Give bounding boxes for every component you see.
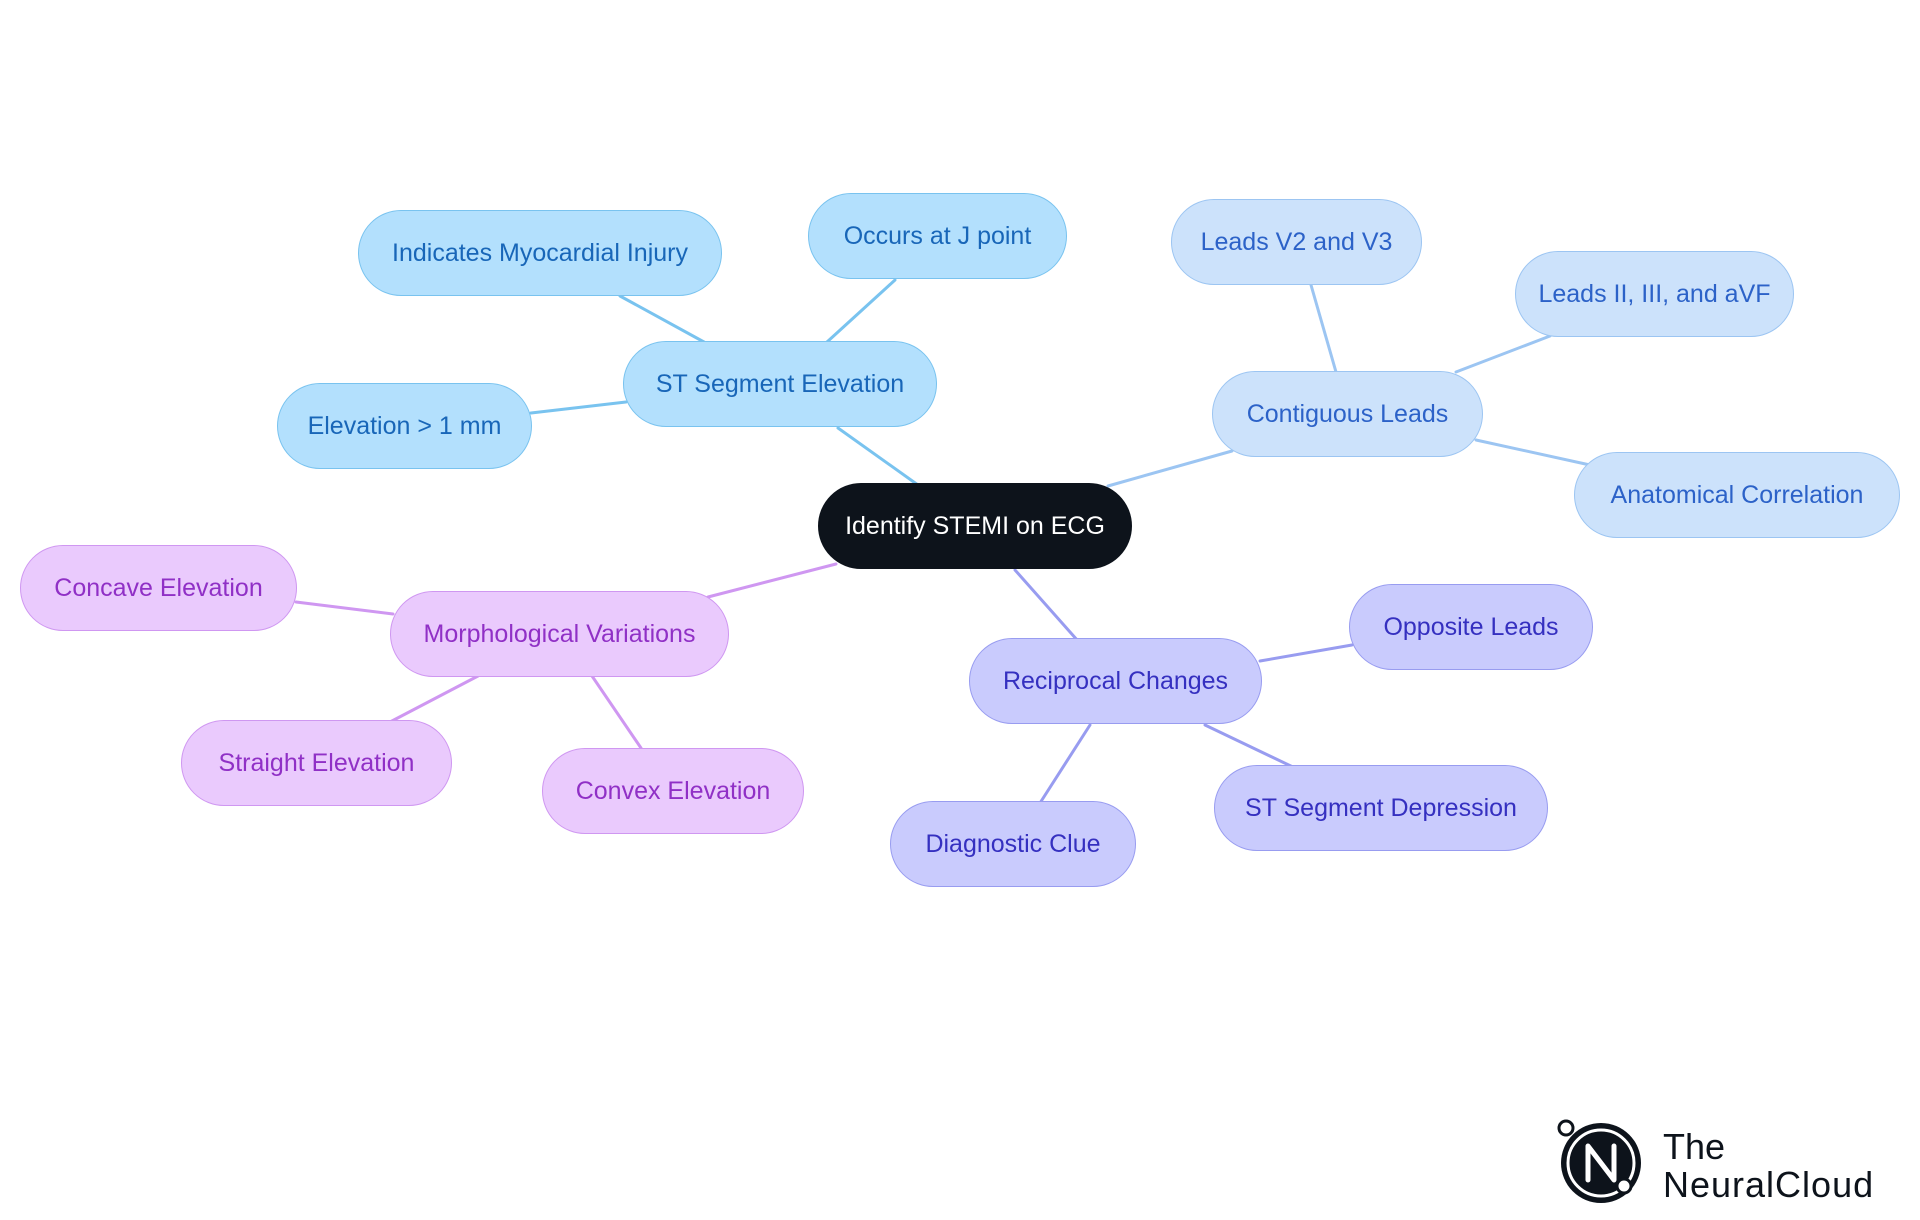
leads-v2-v3-node[interactable]: Leads V2 and V3 bbox=[1171, 199, 1422, 285]
link-root-morphological bbox=[706, 562, 838, 599]
root-node[interactable]: Identify STEMI on ECG bbox=[818, 483, 1132, 569]
link-mv-straight bbox=[388, 674, 480, 724]
brand-name-line2: NeuralCloud bbox=[1663, 1164, 1875, 1205]
link-mv-concave bbox=[294, 600, 395, 616]
link-mv-convex bbox=[590, 674, 643, 750]
convex-elevation-node[interactable]: Convex Elevation bbox=[542, 748, 804, 834]
neuralcloud-logo: The NeuralCloud bbox=[1555, 1117, 1895, 1207]
concave-elevation-node[interactable]: Concave Elevation bbox=[20, 545, 297, 631]
anatomical-correlation-node[interactable]: Anatomical Correlation bbox=[1574, 452, 1900, 538]
link-root-contiguous bbox=[1106, 449, 1234, 488]
link-cl-anatomical bbox=[1474, 438, 1592, 467]
reciprocal-changes-node[interactable]: Reciprocal Changes bbox=[969, 638, 1262, 724]
leads-ii-iii-avf-node[interactable]: Leads II, III, and aVF bbox=[1515, 251, 1794, 337]
st-segment-depression-node[interactable]: ST Segment Depression bbox=[1214, 765, 1548, 851]
link-st-occurs-j-point bbox=[825, 278, 897, 344]
brand-name-line1: The bbox=[1663, 1126, 1726, 1167]
diagnostic-clue-node[interactable]: Diagnostic Clue bbox=[890, 801, 1136, 887]
st-segment-elevation-node[interactable]: ST Segment Elevation bbox=[623, 341, 937, 427]
link-rc-diagnostic-clue bbox=[1038, 723, 1092, 805]
neuralcloud-logo-icon bbox=[1557, 1119, 1641, 1203]
straight-elevation-node[interactable]: Straight Elevation bbox=[181, 720, 452, 806]
indicates-myocardial-injury-node[interactable]: Indicates Myocardial Injury bbox=[358, 210, 722, 296]
link-st-indicates-injury bbox=[618, 294, 706, 344]
link-root-reciprocal bbox=[1013, 568, 1080, 643]
link-st-elevation-1mm bbox=[529, 400, 628, 415]
link-cl-v2-v3 bbox=[1309, 283, 1338, 374]
link-root-st-elevation bbox=[836, 426, 920, 487]
contiguous-leads-node[interactable]: Contiguous Leads bbox=[1212, 371, 1483, 457]
link-rc-opposite-leads bbox=[1258, 643, 1354, 663]
opposite-leads-node[interactable]: Opposite Leads bbox=[1349, 584, 1593, 670]
elevation-gt-1mm-node[interactable]: Elevation > 1 mm bbox=[277, 383, 532, 469]
occurs-at-j-point-node[interactable]: Occurs at J point bbox=[808, 193, 1067, 279]
link-rc-st-depression bbox=[1203, 723, 1297, 770]
morphological-variations-node[interactable]: Morphological Variations bbox=[390, 591, 729, 677]
link-cl-ii-iii-avf bbox=[1454, 334, 1552, 374]
